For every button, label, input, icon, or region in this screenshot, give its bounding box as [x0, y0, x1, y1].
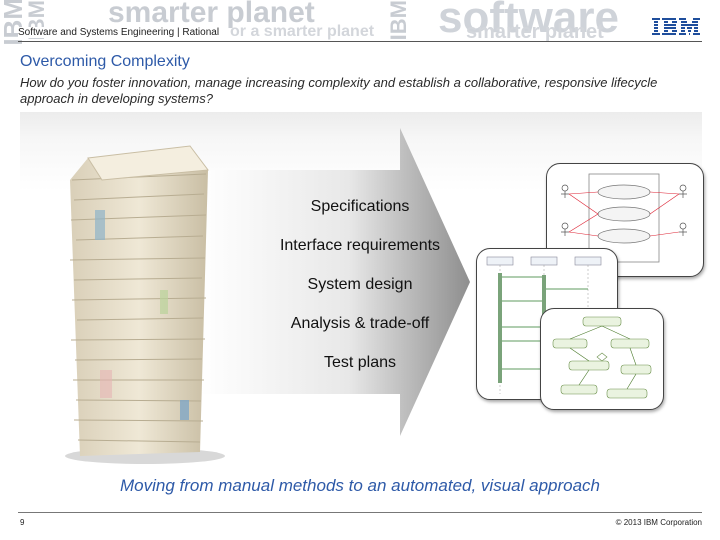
page-number: 9: [20, 518, 25, 527]
tagline: Moving from manual methods to an automat…: [119, 476, 601, 495]
footer-rule: [18, 512, 702, 513]
use-case-diagram-drawing: [561, 173, 687, 263]
slide-subtitle: How do you foster innovation, manage inc…: [20, 75, 658, 106]
header-banner: IBM IBM smarter planet IBM software or a…: [0, 0, 720, 44]
watermark-text: smarter planet: [108, 0, 315, 29]
watermark-text: software: [438, 0, 619, 42]
arrow-item-analysis: Analysis & trade-off: [290, 315, 430, 332]
process-arrow: [200, 128, 470, 436]
slide-title: Overcoming Complexity: [20, 53, 190, 70]
activity-diagram-drawing: [552, 316, 652, 399]
activity-diagram-image: [540, 308, 664, 410]
header-rule: [18, 41, 702, 42]
arrow-item-system-design: System design: [307, 276, 413, 293]
copyright-notice: © 2013 IBM Corporation: [615, 518, 702, 527]
product-line-label: Software and Systems Engineering | Ratio…: [18, 27, 222, 38]
paper-stack-image: [65, 145, 225, 464]
watermark-text: IBM: [386, 0, 411, 41]
arrow-item-specifications: Specifications: [310, 198, 410, 215]
arrow-item-interface-requirements: Interface requirements: [279, 237, 441, 254]
watermark-text: smarter planet: [466, 21, 604, 43]
ibm-logo-icon: [652, 18, 700, 35]
watermark-text: or a smarter planet: [230, 23, 375, 40]
arrow-item-test-plans: Test plans: [323, 354, 397, 371]
